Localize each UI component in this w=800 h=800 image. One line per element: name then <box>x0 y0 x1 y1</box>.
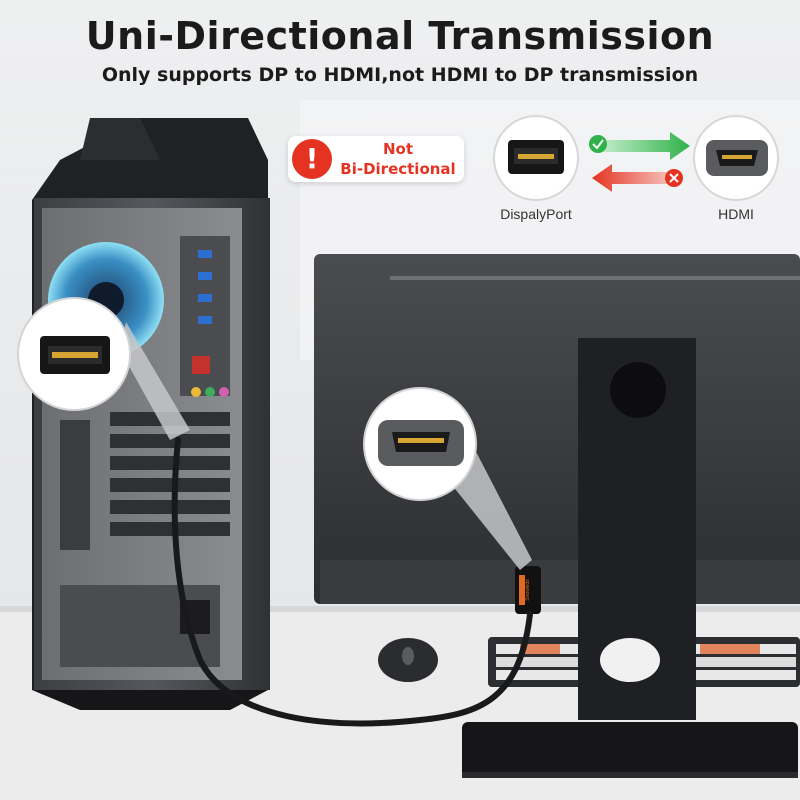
hdmi-callout <box>363 387 532 570</box>
monitor-stand <box>462 338 798 778</box>
displayport-callout <box>17 297 190 440</box>
check-icon <box>589 135 607 153</box>
cable-brand: Snowkids <box>525 579 531 601</box>
pc-tower <box>32 118 270 710</box>
cross-icon <box>665 169 683 187</box>
displayport-label: DispalyPort <box>500 206 572 222</box>
mouse <box>378 638 438 682</box>
page-subtitle: Only supports DP to HDMI,not HDMI to DP … <box>101 64 699 86</box>
warning-line-2: Bi-Directional <box>340 160 456 178</box>
warning-line-1: Not <box>382 140 414 158</box>
exclamation-icon: ! <box>292 139 332 179</box>
direction-diagram <box>493 115 779 201</box>
page-title: Uni-Directional Transmission <box>85 14 715 58</box>
not-bidirectional-badge: ! Not Bi-Directional <box>288 136 464 182</box>
hdmi-label: HDMI <box>718 206 754 222</box>
dp-to-hdmi-cable <box>171 437 533 727</box>
warning-text: Not Bi-Directional <box>336 139 460 179</box>
